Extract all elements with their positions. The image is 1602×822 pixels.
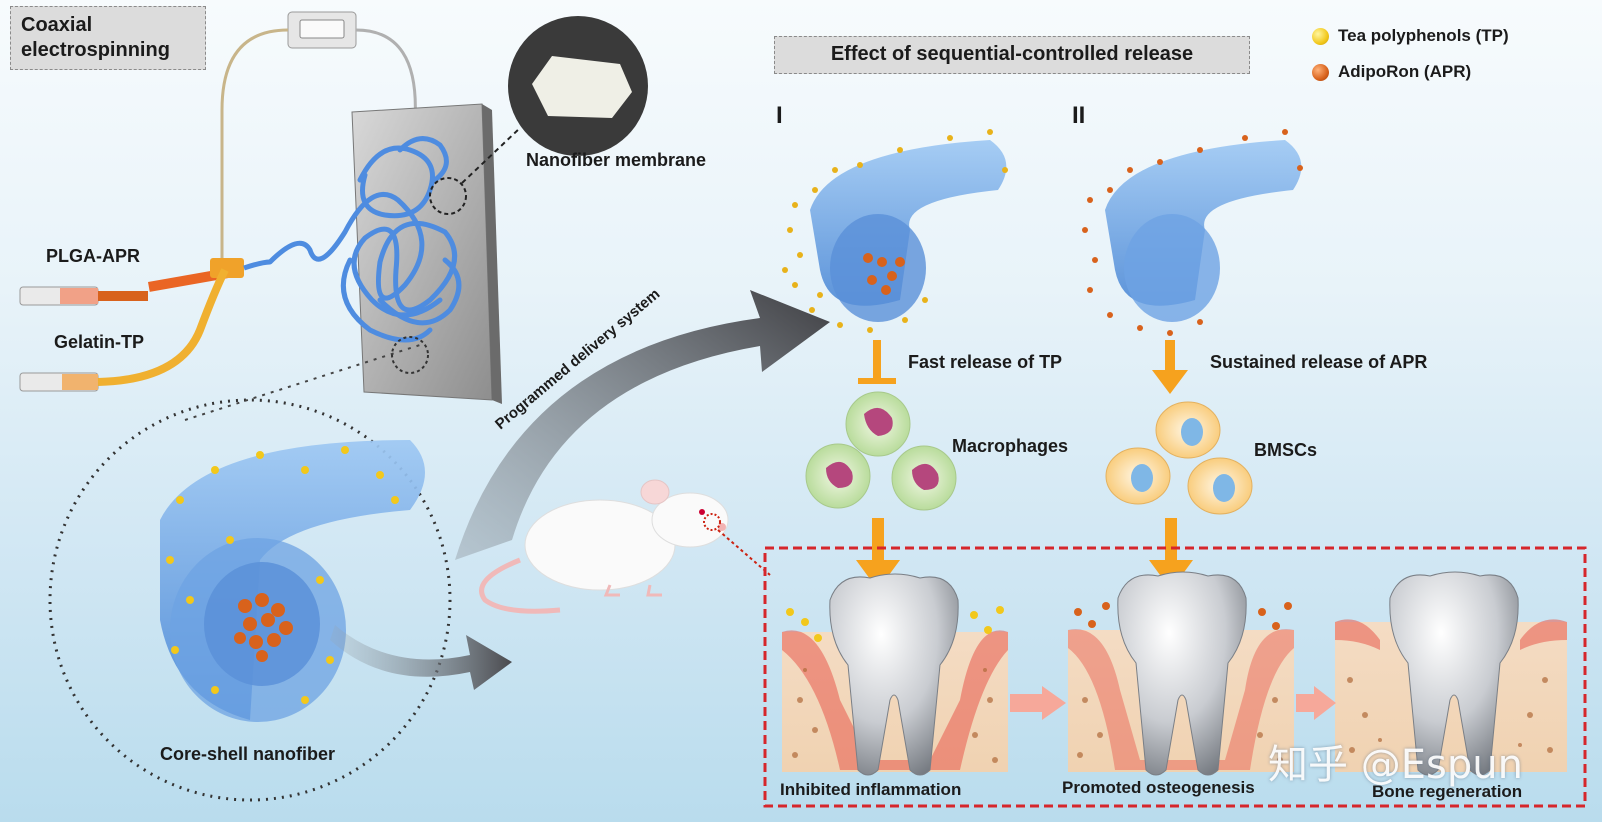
core-shell-label: Core-shell nanofiber	[160, 744, 336, 764]
zoom-circle-membrane	[429, 177, 467, 215]
fiber-tangle	[267, 136, 462, 343]
tooth-inflamed	[782, 573, 1008, 776]
inhibit-arrow	[858, 340, 896, 384]
nanofiber-membrane-label: Nanofiber membrane	[526, 150, 707, 170]
progress-arrow-2	[1296, 686, 1336, 720]
coaxial-title-box: Coaxial electrospinning	[10, 6, 206, 70]
fast-release-label: Fast release of TP	[908, 352, 1063, 372]
legend-label-apr: AdipoRon (APR)	[1338, 62, 1472, 81]
core-shell-fiber	[160, 440, 425, 722]
progress-arrow-1	[1010, 686, 1066, 720]
promote-arrow	[1152, 340, 1188, 394]
mouse	[479, 479, 729, 614]
tooth-osteogenesis	[1068, 571, 1294, 776]
core-shell-circle	[48, 398, 452, 802]
bone-regeneration-label: Bone regeneration	[1372, 782, 1523, 801]
core-apr-particles	[234, 593, 293, 662]
fiber-stage-2	[1082, 129, 1303, 336]
inhibited-inflammation-label: Inhibited inflammation	[780, 780, 962, 799]
watermark: 知乎 @Espun	[1268, 742, 1523, 788]
macrophages-label: Macrophages	[952, 436, 1069, 456]
apr-marker-icon	[1312, 64, 1329, 81]
macrophage-cells	[805, 391, 957, 511]
effect-title: Effect of sequential-controlled release	[830, 43, 1194, 65]
bmscs-label: BMSCs	[1254, 440, 1318, 460]
promoted-osteogenesis-label: Promoted osteogenesis	[1062, 778, 1255, 797]
fiber-to-mouse-arrow	[330, 625, 512, 690]
fiber-stage-1	[782, 129, 1008, 333]
coaxial-title-line1: Coaxial	[21, 14, 93, 36]
syringe-plga	[19, 258, 244, 306]
tp-marker-icon	[1312, 28, 1329, 45]
coaxial-title-line2: electrospinning	[21, 39, 170, 61]
down-arrow-1	[856, 518, 900, 590]
stage-2-label: II	[1072, 102, 1086, 129]
shell-tp-particles	[166, 446, 399, 704]
outcome-frame	[763, 546, 1587, 808]
sustained-release-label: Sustained release of APR	[1210, 352, 1428, 372]
stage-1-label: I	[776, 102, 783, 129]
tooth-regenerated	[1335, 571, 1567, 776]
membrane-photo	[508, 16, 648, 156]
bmsc-cells	[1105, 401, 1253, 515]
delivery-arrow	[455, 290, 830, 560]
syringe-gelatin	[19, 268, 229, 392]
power-supply	[220, 11, 420, 262]
effect-title-box: Effect of sequential-controlled release	[774, 36, 1250, 74]
plga-apr-label: PLGA-APR	[46, 246, 140, 266]
gelatin-tp-label: Gelatin-TP	[54, 332, 145, 352]
legend-label-tp: Tea polyphenols (TP)	[1338, 26, 1509, 45]
